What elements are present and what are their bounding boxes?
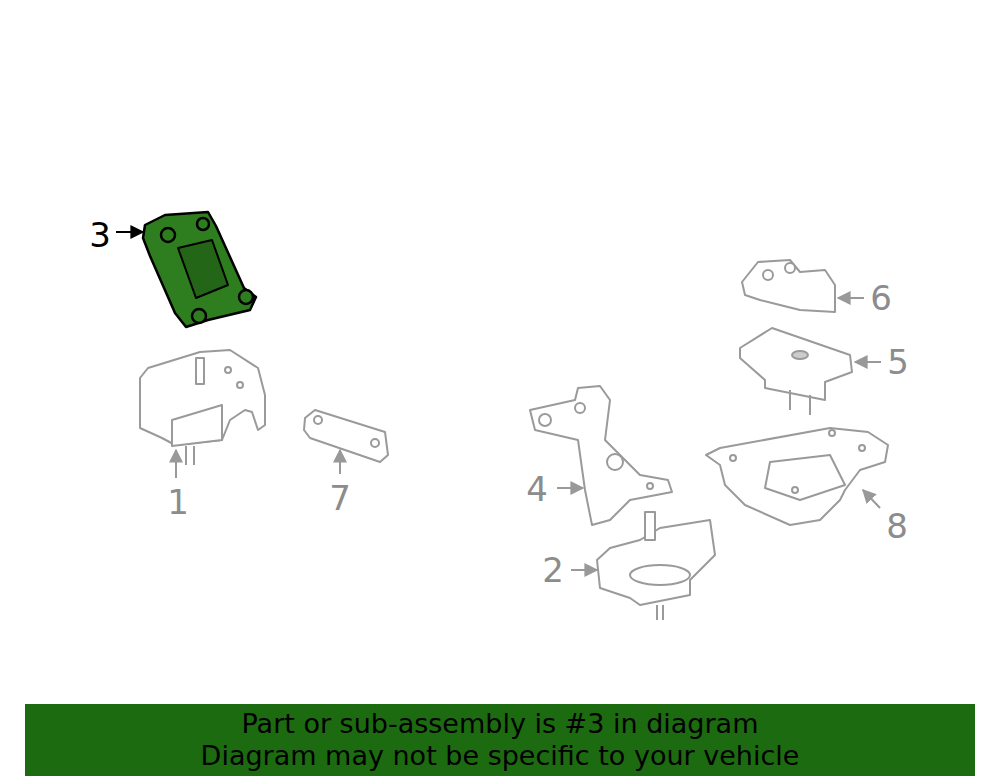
info-banner: Part or sub-assembly is #3 in diagramDia… — [25, 704, 975, 776]
plate-part-7 — [304, 410, 388, 462]
bracket-part-4 — [530, 386, 672, 525]
mount-part-5 — [740, 328, 852, 415]
callout-number: 5 — [887, 345, 909, 379]
engine-mount-part-2 — [597, 512, 715, 620]
callout-number: 3 — [89, 218, 111, 252]
bracket-part-3 — [143, 212, 256, 327]
callout-number: 2 — [542, 553, 564, 587]
engine-mount-part-1 — [140, 350, 265, 465]
callout-number: 7 — [329, 481, 351, 515]
bracket-part-6 — [742, 260, 835, 312]
banner-text: Diagram may not be specific to your vehi… — [201, 740, 800, 772]
callout-number: 1 — [167, 485, 189, 519]
banner-text: Part or sub-assembly is #3 in diagram — [242, 708, 759, 740]
callout-number: 8 — [886, 509, 908, 543]
crossmember-part-8 — [706, 428, 888, 525]
leader-arrows — [116, 232, 881, 570]
callout-number: 6 — [870, 281, 892, 315]
callout-number: 4 — [526, 472, 548, 506]
